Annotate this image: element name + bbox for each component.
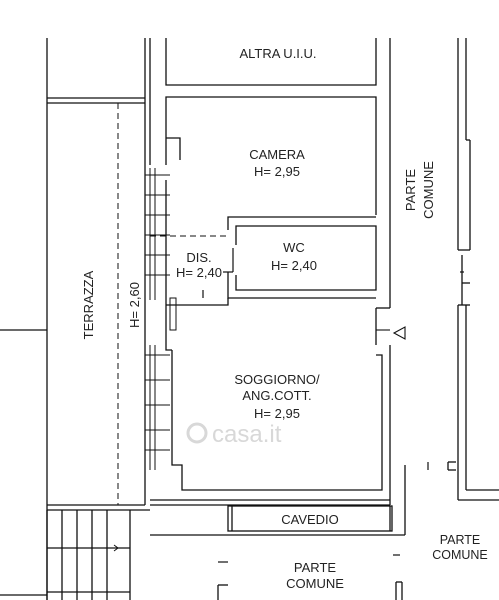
label-parte-comune-bottom-2: COMUNE: [286, 576, 344, 591]
label-parte-comune-br-1: PARTE: [440, 533, 481, 547]
label-ang-cott: ANG.COTT.: [242, 388, 311, 403]
watermark-text: casa.it: [212, 421, 282, 448]
window-ticks: [145, 168, 177, 470]
label-parte-comune-right-1: PARTE: [403, 169, 418, 211]
label-camera: CAMERA: [249, 147, 305, 162]
door-marks: [202, 248, 464, 563]
label-camera-height: H= 2,95: [254, 164, 300, 179]
label-altra-uiu: ALTRA U.I.U.: [239, 46, 316, 61]
watermark: casa.it: [186, 421, 282, 448]
stair-arrow-icon: [54, 544, 119, 552]
label-wc: WC: [283, 240, 305, 255]
watermark-logo-icon: [186, 422, 208, 444]
label-soggiorno-height: H= 2,95: [254, 406, 300, 421]
label-wc-height: H= 2,40: [271, 258, 317, 273]
entrance-arrow-icon: [392, 326, 406, 340]
label-parte-comune-bottom-1: PARTE: [294, 560, 336, 575]
label-dis: DIS.: [186, 250, 211, 265]
label-dis-height: H= 2,40: [176, 265, 222, 280]
label-terrazza-height: H= 2,60: [127, 282, 142, 328]
label-soggiorno: SOGGIORNO/: [234, 372, 320, 387]
label-cavedio: CAVEDIO: [281, 512, 339, 527]
label-parte-comune-right-2: COMUNE: [421, 161, 436, 219]
walls: [0, 38, 499, 600]
label-parte-comune-br-2: COMUNE: [432, 548, 488, 562]
label-terrazza: TERRAZZA: [81, 270, 96, 339]
dashed-lines: [117, 103, 228, 505]
